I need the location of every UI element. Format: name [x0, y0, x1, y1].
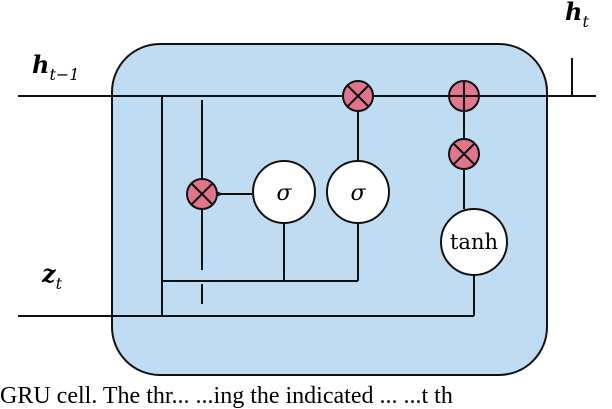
- h-t-subscript: t: [582, 12, 589, 31]
- z-t-label: zt: [41, 259, 63, 293]
- circled-plus-icon: [448, 80, 480, 112]
- circled-times-icon: [448, 138, 480, 170]
- sigma-node-1-label: σ: [276, 181, 292, 206]
- circled-times-icon: [186, 178, 218, 210]
- h-t-symbol: h: [565, 0, 582, 26]
- wires: [18, 58, 596, 317]
- figure-caption: GRU cell. The thr... ...ing the indicate…: [0, 383, 453, 409]
- sigma-node-2-label: σ: [350, 181, 366, 206]
- h-prev-label: ht−1: [32, 50, 79, 84]
- h-prev-symbol: h: [32, 50, 49, 79]
- circled-times-icon: [342, 80, 374, 112]
- z-t-subscript: t: [56, 274, 63, 293]
- sigma-node-1: σ: [252, 160, 316, 224]
- tanh-node: tanh: [440, 208, 508, 276]
- sigma-node-2: σ: [326, 160, 390, 224]
- h-prev-subscript: t−1: [49, 65, 79, 84]
- cell-body: [111, 43, 548, 376]
- tanh-node-label: tanh: [450, 230, 498, 254]
- h-t-label: ht: [565, 0, 589, 31]
- z-t-symbol: z: [41, 259, 57, 288]
